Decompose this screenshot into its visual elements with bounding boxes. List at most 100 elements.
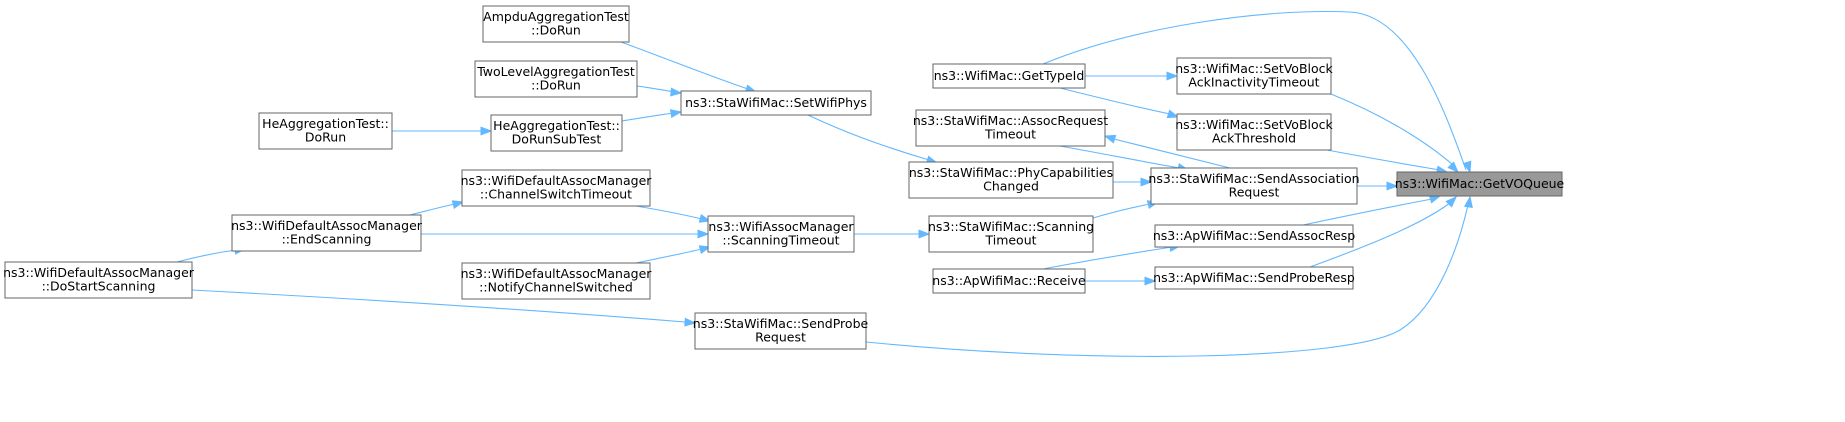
- node-box: [694, 312, 867, 350]
- edge-line: [1059, 145, 1181, 169]
- node-label-line: ns3::WifiMac::GetVOQueue: [1395, 176, 1565, 191]
- node-getTypeId[interactable]: ns3::WifiMac::GetTypeId: [932, 63, 1086, 89]
- edge-line: [865, 204, 1469, 357]
- node-label-line: AckThreshold: [1212, 131, 1296, 146]
- node-label-line: ns3::StaWifiMac::SendAssociation: [1148, 171, 1359, 186]
- node-box: [1396, 171, 1563, 197]
- edge-line: [635, 205, 703, 220]
- node-heDoRunSubTest[interactable]: HeAggregationTest::DoRunSubTest: [490, 114, 623, 152]
- node-box: [482, 5, 630, 43]
- node-box: [932, 268, 1086, 294]
- edge-line: [176, 249, 238, 263]
- edge-line: [636, 85, 674, 93]
- node-label-line: TwoLevelAggregationTest: [476, 64, 635, 79]
- node-label-line: ns3::ApWifiMac::SendAssocResp: [1153, 228, 1355, 243]
- edge-line: [1042, 10, 1467, 171]
- node-label-line: ::NotifyChannelSwitched: [479, 280, 633, 295]
- node-setVoBlockAckInactivityTimeout[interactable]: ns3::WifiMac::SetVoBlockAckInactivityTim…: [1175, 57, 1334, 95]
- node-label-line: HeAggregationTest::: [493, 118, 620, 133]
- edge-line: [409, 203, 456, 216]
- nodes-layer: ns3::WifiMac::GetVOQueue ns3::WifiMac::Ge…: [3, 5, 1565, 350]
- node-label-line: DoRun: [305, 130, 346, 145]
- edge-line: [635, 248, 703, 264]
- node-box: [680, 90, 872, 116]
- edge-arrowhead: [1463, 195, 1473, 209]
- node-setWifiPhys[interactable]: ns3::StaWifiMac::SetWifiPhys: [680, 90, 872, 116]
- node-channelSwitchTimeout[interactable]: ns3::WifiDefaultAssocManager::ChannelSwi…: [461, 169, 653, 207]
- node-box: [4, 261, 193, 299]
- node-label-line: ns3::StaWifiMac::AssocRequest: [913, 113, 1108, 128]
- edge-getTypeId-to-setVoBlockAckInactivityTimeout: [1085, 71, 1179, 81]
- edge-sendAssociationRequest-to-root: [1357, 181, 1399, 191]
- node-label-line: Changed: [983, 179, 1039, 194]
- edge-line: [1113, 138, 1231, 169]
- edge-arrowhead: [451, 200, 465, 210]
- edge-sendProbeResp-to-root: [1309, 196, 1457, 268]
- edge-line: [1042, 246, 1173, 270]
- node-box: [490, 114, 623, 152]
- node-label-line: ns3::WifiDefaultAssocManager: [231, 218, 423, 233]
- node-box: [231, 214, 422, 252]
- node-heDoRun[interactable]: HeAggregationTest::DoRun: [258, 112, 393, 150]
- node-assocMgrScanningTimeout[interactable]: ns3::WifiAssocManager::ScanningTimeout: [707, 215, 855, 253]
- edge-line: [191, 289, 686, 323]
- node-scanningTimeoutSta[interactable]: ns3::StaWifiMac::ScanningTimeout: [928, 215, 1094, 253]
- edge-doStartScanning-to-sendProbeRequest: [191, 289, 697, 327]
- edge-endScanning-to-channelSwitchTimeout: [409, 200, 465, 216]
- node-sendAssocResp[interactable]: ns3::ApWifiMac::SendAssocResp: [1153, 224, 1355, 248]
- node-label-line: ns3::WifiDefaultAssocManager: [3, 265, 195, 280]
- node-notifyChannelSwitched[interactable]: ns3::WifiDefaultAssocManager::NotifyChan…: [461, 262, 653, 300]
- node-ampduDoRun[interactable]: AmpduAggregationTest::DoRun: [482, 5, 630, 43]
- node-doStartScanning[interactable]: ns3::WifiDefaultAssocManager::DoStartSca…: [3, 261, 195, 299]
- node-box: [1176, 113, 1332, 151]
- edge-arrowhead: [1462, 160, 1472, 174]
- node-box: [258, 112, 393, 150]
- edge-assocMgrScanningTimeout-to-scanningTimeoutSta: [854, 229, 931, 239]
- node-label-line: Request: [755, 330, 806, 345]
- edge-getTypeId-to-root: [1042, 10, 1472, 174]
- node-root[interactable]: ns3::WifiMac::GetVOQueue: [1395, 171, 1565, 197]
- node-box: [908, 161, 1114, 199]
- node-endScanning[interactable]: ns3::WifiDefaultAssocManager::EndScannin…: [231, 214, 423, 252]
- edge-heDoRunSubTest-to-setWifiPhys: [621, 109, 683, 122]
- edge-notifyChannelSwitched-to-assocMgrScanningTimeout: [635, 245, 712, 264]
- edge-sendProbeRequest-to-root: [865, 195, 1473, 357]
- edge-line: [1326, 149, 1441, 171]
- node-label-line: DoRunSubTest: [512, 132, 602, 147]
- node-box: [928, 215, 1094, 253]
- edge-line: [807, 114, 930, 161]
- edge-line: [1309, 202, 1451, 268]
- node-label-line: ::EndScanning: [282, 232, 372, 247]
- node-sendProbeResp[interactable]: ns3::ApWifiMac::SendProbeResp: [1153, 266, 1355, 290]
- edge-arrowhead: [480, 126, 493, 136]
- edge-arrowhead: [684, 317, 697, 327]
- edge-arrowhead: [918, 229, 931, 239]
- edge-apReceive-to-sendProbeResp: [1085, 276, 1157, 286]
- edge-arrowhead: [1166, 71, 1179, 81]
- edge-endScanning-to-assocMgrScanningTimeout: [421, 229, 710, 239]
- node-box: [915, 109, 1106, 147]
- edge-arrowhead: [1166, 109, 1180, 119]
- node-apReceive[interactable]: ns3::ApWifiMac::Receive: [932, 268, 1086, 294]
- edge-heDoRun-to-heDoRunSubTest: [392, 126, 493, 136]
- node-box: [1150, 167, 1358, 205]
- node-box: [461, 169, 651, 207]
- edge-arrowhead: [1140, 177, 1153, 187]
- node-label-line: ns3::WifiMac::GetTypeId: [934, 68, 1085, 83]
- edge-ampduDoRun-to-setWifiPhys: [620, 41, 758, 94]
- edge-line: [1092, 203, 1151, 219]
- edge-getTypeId-to-setVoBlockAckThreshold: [1059, 87, 1180, 119]
- node-twoLevelDoRun[interactable]: TwoLevelAggregationTest::DoRun: [474, 60, 638, 98]
- node-label-line: Timeout: [984, 127, 1036, 142]
- node-box: [1154, 266, 1354, 290]
- node-label-line: ns3::WifiAssocManager: [708, 219, 854, 234]
- edge-scanningTimeoutSta-to-sendAssociationRequest: [1092, 200, 1160, 219]
- node-label-line: Timeout: [984, 233, 1036, 248]
- node-label-line: AmpduAggregationTest: [483, 9, 629, 24]
